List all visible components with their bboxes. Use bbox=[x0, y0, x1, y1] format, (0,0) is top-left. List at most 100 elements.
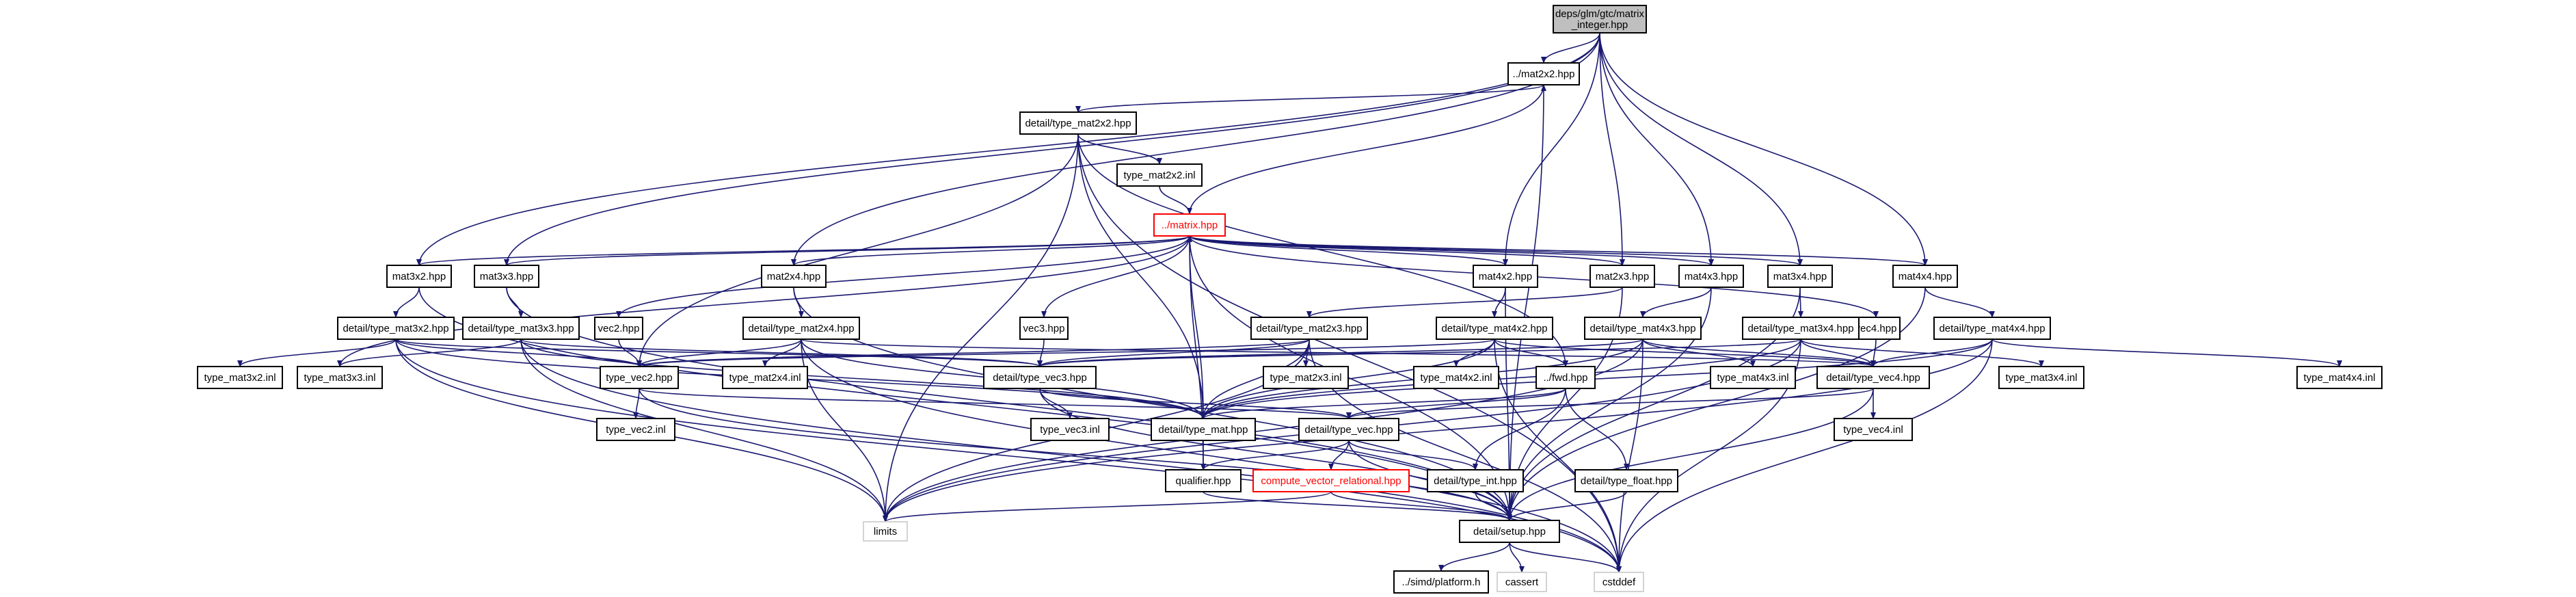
node-mat3x4[interactable]: mat3x4.hpp bbox=[1767, 265, 1833, 288]
edge-dtm43-to-tm43inl bbox=[1642, 339, 1756, 367]
node-tm33inl[interactable]: type_mat3x3.inl bbox=[297, 366, 383, 389]
node-label: type_vec2.inl bbox=[606, 424, 666, 436]
node-dtm42[interactable]: detail/type_mat4x2.hpp bbox=[1436, 317, 1553, 340]
node-root[interactable]: deps/glm/gtc/matrix_integer.hpp bbox=[1553, 5, 1647, 34]
node-dtf[interactable]: detail/type_float.hpp bbox=[1574, 469, 1678, 492]
node-box bbox=[600, 366, 679, 389]
node-label: type_vec4.inl bbox=[1843, 424, 1903, 436]
node-tv2[interactable]: type_vec2.hpp bbox=[600, 366, 679, 389]
node-dtm34[interactable]: detail/type_mat3x4.hpp bbox=[1742, 317, 1860, 340]
node-vec3[interactable]: vec3.hpp bbox=[1019, 317, 1069, 340]
node-dti[interactable]: detail/type_int.hpp bbox=[1427, 469, 1524, 492]
node-label: detail/type_mat4x3.hpp bbox=[1589, 323, 1695, 334]
node-cassert[interactable]: cassert bbox=[1497, 572, 1547, 592]
node-box bbox=[1851, 317, 1901, 340]
node-cvr[interactable]: compute_vector_relational.hpp bbox=[1252, 469, 1410, 492]
edge-dtm43-to-cstddef bbox=[1616, 339, 1643, 573]
node-box bbox=[742, 317, 860, 340]
node-setup[interactable]: detail/setup.hpp bbox=[1459, 520, 1560, 543]
node-box bbox=[337, 317, 455, 340]
node-tv3inl[interactable]: type_vec3.inl bbox=[1030, 418, 1110, 441]
node-dtmat[interactable]: detail/type_mat.hpp bbox=[1151, 418, 1256, 441]
node-mat4x3[interactable]: mat4x3.hpp bbox=[1678, 265, 1744, 288]
edge-mat4x4-to-dtm44 bbox=[1924, 287, 1995, 318]
edge-dtm24-to-cstddef bbox=[801, 339, 1622, 573]
edge-dtm33-to-dtmat bbox=[520, 339, 1206, 419]
edge-matrix-to-vec2 bbox=[616, 235, 1190, 318]
node-tm42inl[interactable]: type_mat4x2.inl bbox=[1413, 366, 1499, 389]
node-dtm22[interactable]: detail/type_mat2x2.hpp bbox=[1019, 111, 1137, 135]
node-platform[interactable]: ../simd/platform.h bbox=[1393, 570, 1489, 594]
node-box bbox=[1019, 111, 1137, 135]
edge-cvr-to-setup bbox=[1330, 491, 1512, 521]
node-dtm43[interactable]: detail/type_mat4x3.hpp bbox=[1584, 317, 1702, 340]
node-dtm24[interactable]: detail/type_mat2x4.hpp bbox=[742, 317, 860, 340]
node-dtm32[interactable]: detail/type_mat3x2.hpp bbox=[337, 317, 455, 340]
node-box bbox=[1298, 418, 1399, 441]
node-label: qualifier.hpp bbox=[1176, 475, 1231, 487]
node-qual[interactable]: qualifier.hpp bbox=[1165, 469, 1242, 492]
node-box bbox=[1165, 469, 1242, 492]
edge-dtm23-to-tv2 bbox=[636, 339, 1310, 367]
node-label: type_mat4x3.inl bbox=[1717, 372, 1788, 384]
node-vec2[interactable]: vec2.hpp bbox=[594, 317, 643, 340]
edge-dtv4-to-setup bbox=[1507, 388, 1874, 521]
node-label: detail/type_mat3x2.hpp bbox=[343, 323, 448, 334]
node-matrix[interactable]: ../matrix.hpp bbox=[1153, 213, 1226, 237]
node-box bbox=[1678, 265, 1744, 288]
node-label: detail/type_mat4x4.hpp bbox=[1939, 323, 2045, 334]
node-label: detail/type_float.hpp bbox=[1581, 475, 1672, 487]
edge-dtm22-to-dtmat bbox=[1077, 133, 1206, 419]
edge-tv2-to-tv2inl bbox=[633, 388, 640, 419]
node-mat4x2[interactable]: mat4x2.hpp bbox=[1473, 265, 1538, 288]
node-mat4x4[interactable]: mat4x4.hpp bbox=[1892, 265, 1958, 288]
node-cstddef[interactable]: cstddef bbox=[1594, 572, 1644, 592]
node-dtvec[interactable]: detail/type_vec.hpp bbox=[1298, 418, 1399, 441]
edge-dtm44-to-tm44inl bbox=[1991, 339, 2342, 367]
node-label: deps/glm/gtc/matrix bbox=[1555, 8, 1645, 20]
node-fwd[interactable]: ../fwd.hpp bbox=[1535, 366, 1596, 389]
node-mat2x2[interactable]: ../mat2x2.hpp bbox=[1507, 62, 1580, 85]
node-tv4inl[interactable]: type_vec4.inl bbox=[1834, 418, 1913, 441]
node-tm43inl[interactable]: type_mat4x3.inl bbox=[1710, 366, 1796, 389]
node-mat2x4[interactable]: mat2x4.hpp bbox=[761, 265, 827, 288]
node-limits[interactable]: limits bbox=[863, 521, 908, 542]
node-tv2inl[interactable]: type_vec2.inl bbox=[596, 418, 675, 441]
node-tm22inl[interactable]: type_mat2x2.inl bbox=[1116, 163, 1203, 187]
node-tm44inl[interactable]: type_mat4x4.inl bbox=[2296, 366, 2383, 389]
node-dtv3[interactable]: detail/type_vec3.hpp bbox=[983, 366, 1097, 389]
edge-root-to-mat2x2 bbox=[1541, 32, 1600, 64]
node-tm23inl[interactable]: type_mat2x3.inl bbox=[1263, 366, 1349, 389]
node-vec4[interactable]: vec4.hpp bbox=[1851, 317, 1901, 340]
node-tm34inl[interactable]: type_mat3x4.inl bbox=[1998, 366, 2084, 389]
node-label: detail/type_vec.hpp bbox=[1304, 424, 1393, 436]
edge-setup-to-platform bbox=[1438, 542, 1510, 572]
node-label: limits bbox=[874, 526, 897, 538]
node-dtm44[interactable]: detail/type_mat4x4.hpp bbox=[1933, 317, 2051, 340]
node-dtm23[interactable]: detail/type_mat2x3.hpp bbox=[1250, 317, 1368, 340]
node-mat3x3[interactable]: mat3x3.hpp bbox=[474, 265, 539, 288]
edge-dtm24-to-tv2 bbox=[636, 339, 802, 367]
node-mat3x2[interactable]: mat3x2.hpp bbox=[386, 265, 452, 288]
node-dtm33[interactable]: detail/type_mat3x3.hpp bbox=[462, 317, 580, 340]
node-label: detail/type_mat2x4.hpp bbox=[748, 323, 854, 334]
edge-fwd-to-dtmat bbox=[1200, 388, 1566, 419]
edge-tm22inl-to-matrix bbox=[1159, 185, 1192, 215]
node-box bbox=[1767, 265, 1833, 288]
node-label: type_vec2.hpp bbox=[606, 372, 673, 384]
edge-mat4x4-to-setup bbox=[1507, 287, 1926, 521]
node-box bbox=[1834, 418, 1913, 441]
node-tm24inl[interactable]: type_mat2x4.inl bbox=[722, 366, 808, 389]
edge-cvr-to-limits bbox=[883, 491, 1332, 522]
node-label: ../fwd.hpp bbox=[1543, 372, 1587, 384]
node-label: ../mat2x2.hpp bbox=[1513, 68, 1575, 80]
edge-matrix-to-mat3x4 bbox=[1189, 235, 1803, 266]
node-mat2x3[interactable]: mat2x3.hpp bbox=[1589, 265, 1655, 288]
edge-mat2x3-to-dtm23 bbox=[1306, 287, 1623, 318]
edge-matrix-to-vec3 bbox=[1041, 235, 1190, 318]
node-label: ../simd/platform.h bbox=[1401, 576, 1480, 588]
node-label: detail/type_mat3x4.hpp bbox=[1747, 323, 1853, 334]
node-tm32inl[interactable]: type_mat3x2.inl bbox=[197, 366, 283, 389]
edge-matrix-to-setup bbox=[1189, 235, 1512, 521]
node-dtv4[interactable]: detail/type_vec4.hpp bbox=[1816, 366, 1930, 389]
